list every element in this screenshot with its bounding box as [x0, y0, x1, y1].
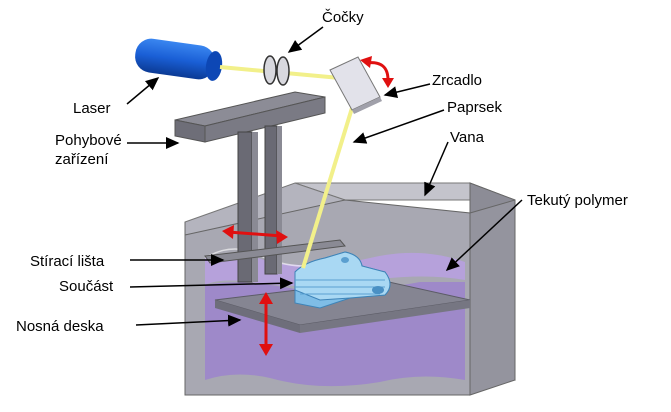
label-stiraci-lista: Stírací lišta	[30, 253, 105, 270]
label-pohybove-line1: Pohybové	[55, 132, 122, 149]
leader-lines	[126, 26, 523, 327]
label-pohybove-line2: zařízení	[55, 151, 109, 168]
label-zrcadlo: Zrcadlo	[432, 72, 482, 89]
mirror-rotation-arrow	[360, 56, 394, 88]
labels: Čočky Laser Zrcadlo Paprsek Pohybové zař…	[16, 9, 628, 335]
label-vana: Vana	[450, 129, 485, 146]
blade-motion-arrow	[222, 225, 288, 244]
mirror	[329, 56, 382, 114]
label-nosna-deska: Nosná deska	[16, 318, 104, 335]
label-cocky: Čočky	[322, 9, 364, 26]
label-tekuty-polymer: Tekutý polymer	[527, 192, 628, 209]
platform-motion-arrow	[259, 292, 273, 356]
laser	[135, 38, 223, 81]
label-paprsek: Paprsek	[447, 99, 503, 116]
label-soucast: Součást	[59, 278, 114, 295]
label-laser: Laser	[73, 100, 111, 117]
printed-part	[294, 251, 391, 309]
motion-device	[174, 91, 326, 283]
lenses	[263, 55, 290, 86]
